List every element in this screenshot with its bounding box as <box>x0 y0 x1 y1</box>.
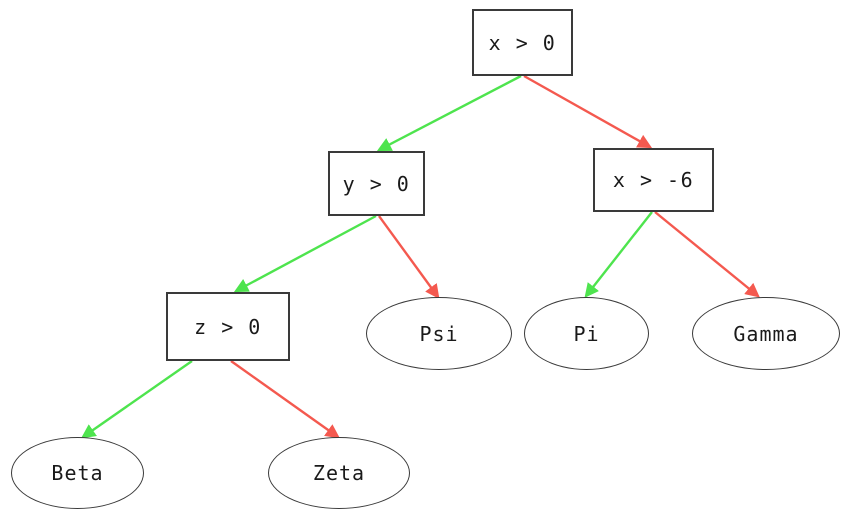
edge-ygt0-to-zgt0-true <box>233 214 377 293</box>
node-zeta[interactable]: Zeta <box>268 437 410 509</box>
node-label-beta: Beta <box>51 461 104 485</box>
node-label-zgt0: z > 0 <box>194 314 262 339</box>
node-label-ygt0: y > 0 <box>342 171 411 196</box>
node-label-psi: Psi <box>419 321 459 346</box>
node-pi[interactable]: Pi <box>524 297 649 370</box>
edge-root-to-ygt0-true <box>376 74 522 152</box>
node-xgtm6[interactable]: x > -6 <box>593 148 714 212</box>
node-psi[interactable]: Psi <box>366 297 512 370</box>
edge-zgt0-to-zeta-false <box>230 360 340 439</box>
node-label-pi: Pi <box>573 321 600 346</box>
node-beta[interactable]: Beta <box>11 437 144 509</box>
edges-group <box>81 74 760 439</box>
node-ygt0[interactable]: y > 0 <box>328 151 425 216</box>
edge-root-to-xgtm6-false <box>523 74 653 149</box>
node-label-zeta: Zeta <box>312 461 366 485</box>
edge-xgtm6-to-gamma-false <box>654 211 760 298</box>
node-zgt0[interactable]: z > 0 <box>166 292 290 361</box>
edge-xgtm6-to-pi-true <box>584 211 653 298</box>
node-label-gamma: Gamma <box>733 321 799 346</box>
node-label-root: x > 0 <box>488 30 557 55</box>
node-label-xgtm6: x > -6 <box>612 168 695 192</box>
node-gamma[interactable]: Gamma <box>692 297 840 370</box>
edge-zgt0-to-beta-true <box>81 360 193 439</box>
edge-ygt0-to-psi-false <box>378 215 440 299</box>
node-root[interactable]: x > 0 <box>472 9 573 76</box>
